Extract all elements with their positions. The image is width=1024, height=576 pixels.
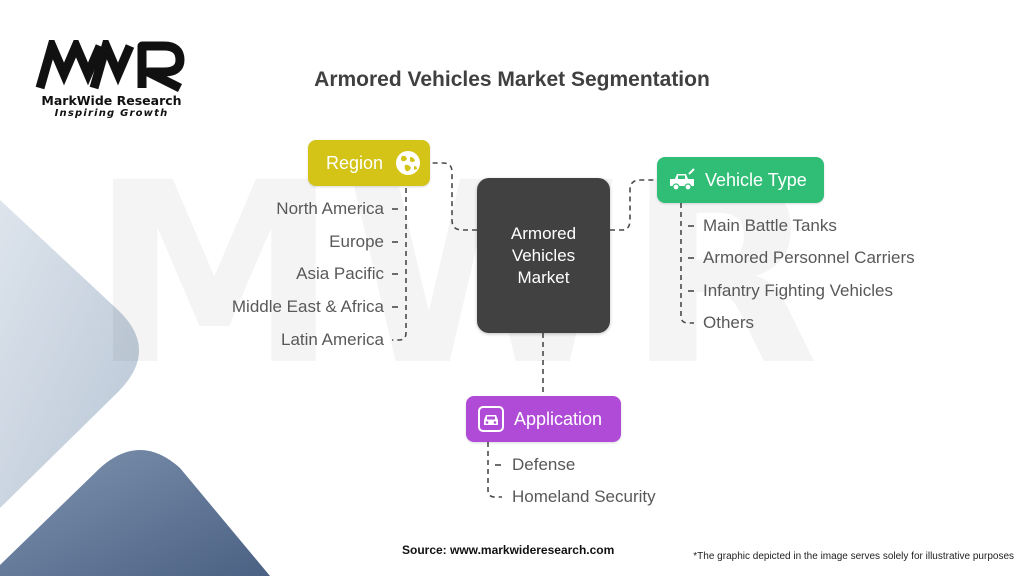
vehicle-type-item: Others (703, 313, 755, 332)
segment-application: Application (466, 396, 621, 442)
center-node-label: Armored Vehicles Market (510, 223, 577, 287)
car-icon (476, 404, 506, 434)
vehicle-type-item: Main Battle Tanks (703, 216, 837, 235)
region-item: Middle East & Africa (231, 297, 384, 316)
vehicle-type-item: Infantry Fighting Vehicles (703, 281, 893, 300)
connector-vehicle-type (610, 179, 657, 231)
decor-shape-light (0, 200, 139, 508)
bracket-vehicle-type (680, 203, 694, 324)
vehicle-type-item: Armored Personnel Carriers (703, 248, 915, 267)
logo-name: MarkWide Research (41, 93, 182, 108)
disclaimer-note: *The graphic depicted in the image serve… (693, 551, 1014, 562)
segment-region: Region (308, 140, 430, 186)
logo-tagline: Inspiring Growth (54, 108, 169, 119)
center-node: Armored Vehicles Market (477, 178, 610, 333)
segment-vehicle-type-label: Vehicle Type (705, 169, 807, 190)
segment-region-label: Region (326, 152, 384, 173)
bracket-region (392, 188, 407, 341)
region-item: Asia Pacific (296, 264, 384, 283)
region-item: North America (276, 199, 384, 218)
connector-region (430, 162, 477, 231)
brand-logo: MarkWide Research Inspiring Growth (34, 40, 189, 119)
segment-vehicle-type: Vehicle Type (657, 157, 824, 203)
source-credit: Source: www.markwideresearch.com (402, 543, 615, 557)
region-item: Latin America (281, 330, 384, 349)
region-item: Europe (329, 232, 384, 251)
globe-icon (393, 148, 423, 178)
vehicle-icon (667, 165, 697, 195)
bracket-application (487, 442, 502, 498)
segment-application-label: Application (514, 408, 603, 429)
decor-shape-dark (0, 450, 270, 576)
application-item: Homeland Security (512, 487, 656, 506)
logo-mark (35, 40, 185, 92)
diagram-title: Armored Vehicles Market Segmentation (314, 68, 710, 91)
application-item: Defense (512, 455, 576, 474)
